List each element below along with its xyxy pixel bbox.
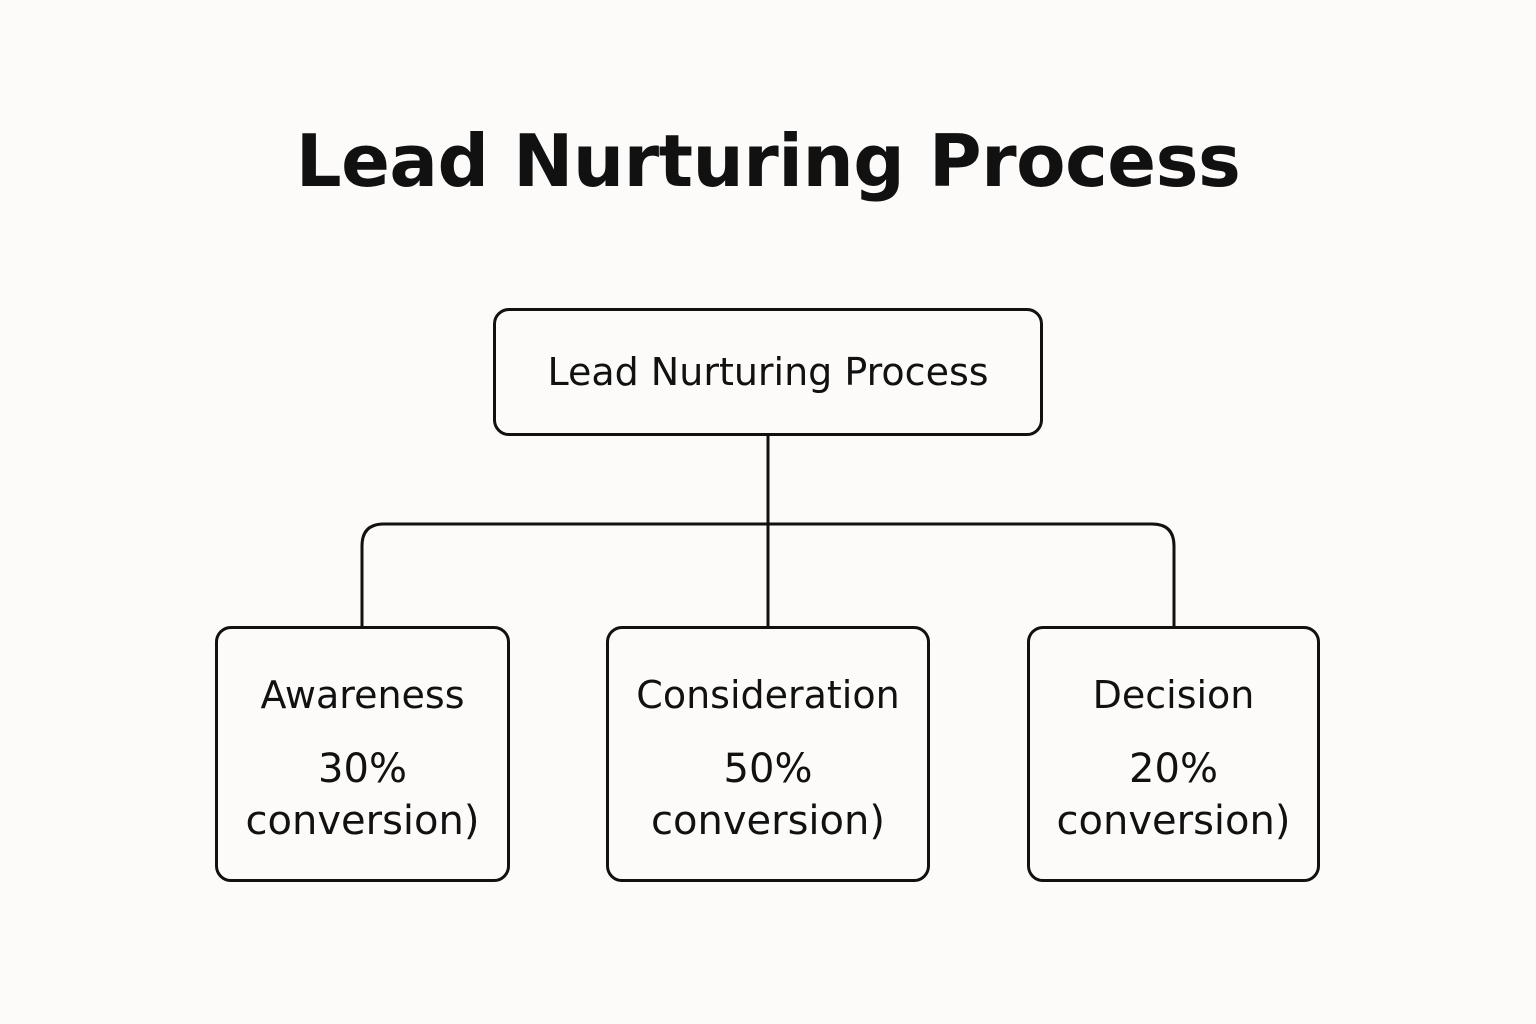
stage-node-awareness: Awareness 30% conversion) [215, 626, 510, 882]
root-node-label: Lead Nurturing Process [547, 350, 989, 394]
stage-percentage: 20% [1129, 746, 1218, 792]
stage-metric: 50% conversion) [609, 743, 927, 847]
stage-unit: conversion) [1056, 798, 1291, 844]
stage-name: Consideration [636, 673, 900, 717]
stage-node-decision: Decision 20% conversion) [1027, 626, 1320, 882]
stage-unit: conversion) [651, 798, 885, 844]
page-title: Lead Nurturing Process [295, 119, 1241, 203]
stage-percentage: 30% [318, 746, 407, 792]
stage-name: Awareness [260, 673, 465, 717]
stage-percentage: 50% [723, 746, 813, 792]
stage-name: Decision [1092, 673, 1255, 717]
stage-node-consideration: Consideration 50% conversion) [606, 626, 930, 882]
stage-unit: conversion) [245, 798, 480, 844]
stage-metric: 30% conversion) [218, 743, 507, 847]
root-node: Lead Nurturing Process [493, 308, 1043, 436]
stage-metric: 20% conversion) [1030, 743, 1317, 847]
